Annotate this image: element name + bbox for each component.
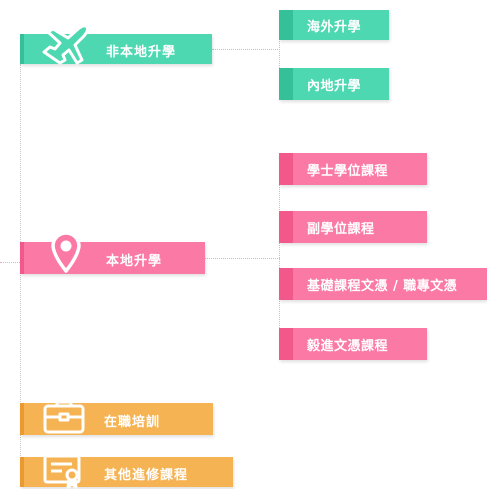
- foundation-diploma-label: 基礎課程文憑 / 職專文憑: [307, 278, 458, 294]
- accent-strip: [20, 34, 24, 64]
- overseas-study-label: 海外升學: [307, 19, 362, 35]
- in-service-training-button[interactable]: 在職培訓: [20, 400, 213, 435]
- accent-strip: [279, 68, 293, 100]
- overseas-study-button[interactable]: 海外升學: [279, 10, 389, 40]
- green-branch-connector: [279, 24, 280, 84]
- accent-strip: [279, 268, 293, 300]
- in-service-training-label: 在職培訓: [104, 415, 161, 430]
- main-vertical-connector: [20, 64, 21, 486]
- pink-horizontal-connector: [205, 258, 280, 259]
- briefcase-icon: [42, 397, 86, 437]
- bachelor-degree-label: 學士學位課程: [307, 163, 389, 179]
- accent-strip: [20, 403, 24, 435]
- bachelor-degree-button[interactable]: 學士學位課程: [279, 153, 427, 185]
- accent-strip: [20, 457, 24, 487]
- mainland-study-label: 內地升學: [307, 78, 362, 94]
- non-local-study-label: 非本地升學: [106, 45, 177, 60]
- accent-strip: [279, 10, 293, 40]
- accent-strip: [20, 242, 24, 274]
- local-study-label: 本地升學: [106, 254, 163, 269]
- left-edge-connector: [0, 262, 20, 263]
- local-study-button[interactable]: 本地升學: [20, 231, 205, 274]
- associate-degree-button[interactable]: 副學位課程: [279, 211, 427, 243]
- accent-strip: [279, 211, 293, 243]
- airplane-icon: [38, 22, 92, 68]
- accent-strip: [279, 153, 293, 185]
- foundation-diploma-button[interactable]: 基礎課程文憑 / 職專文憑: [279, 268, 487, 300]
- other-courses-label: 其他進修課程: [104, 468, 189, 483]
- accent-strip: [279, 328, 293, 360]
- associate-degree-label: 副學位課程: [307, 221, 375, 237]
- certificate-icon: [42, 453, 86, 489]
- location-pin-icon: [48, 228, 84, 274]
- non-local-study-button[interactable]: 非本地升學: [20, 24, 212, 65]
- other-courses-button[interactable]: 其他進修課程: [20, 454, 233, 489]
- yijin-diploma-button[interactable]: 毅進文憑課程: [279, 328, 427, 360]
- yijin-diploma-label: 毅進文憑課程: [307, 338, 389, 354]
- green-horizontal-connector: [212, 49, 280, 50]
- mainland-study-button[interactable]: 內地升學: [279, 68, 389, 100]
